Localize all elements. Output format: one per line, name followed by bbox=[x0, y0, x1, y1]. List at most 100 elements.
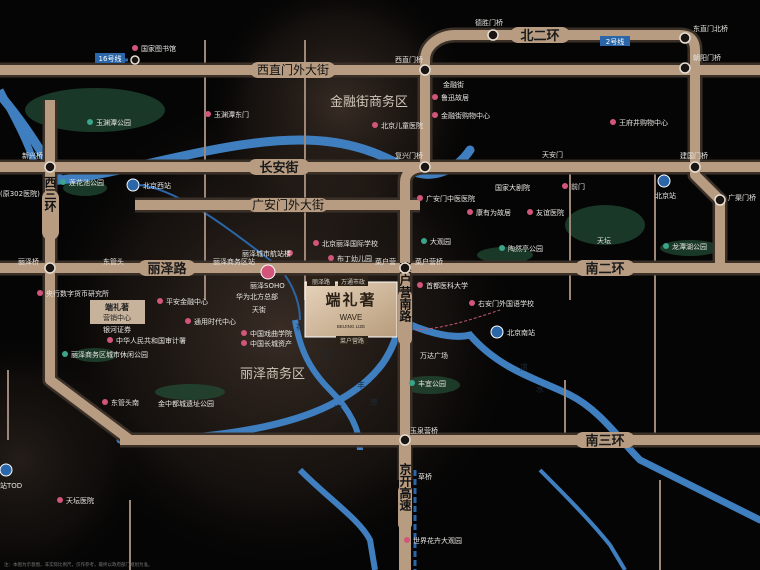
poi-yuyuantan-dot bbox=[87, 119, 93, 125]
park-yuyuantan bbox=[25, 88, 165, 132]
node-caihuying bbox=[399, 262, 411, 274]
poi-tianjie: 天街 bbox=[252, 305, 266, 314]
poi-beijing-station: 北京站 bbox=[655, 191, 676, 200]
sales-center-name: 端礼著 bbox=[105, 302, 129, 312]
poi-fengyi: 丰宜公园 bbox=[418, 379, 446, 388]
poi-guanganmen-hospital-dot bbox=[417, 195, 423, 201]
park-lianhuachi bbox=[63, 180, 107, 196]
poi-youanmen-school-dot bbox=[469, 300, 475, 306]
road-ring2 bbox=[400, 30, 725, 273]
poi-jinrong-center-dot bbox=[432, 112, 438, 118]
poi-jinrongjie: 金融街 bbox=[443, 80, 464, 89]
river-bottom-west bbox=[538, 468, 627, 570]
node-lize bbox=[44, 262, 56, 274]
road-label-north2: 北二环 bbox=[520, 29, 559, 44]
zone-lize: 丽泽商务区 bbox=[240, 366, 305, 382]
poi-opera-dot bbox=[241, 330, 247, 336]
bridge-yuquanying: 玉泉营桥 bbox=[410, 426, 438, 435]
park-taoranting bbox=[477, 247, 533, 263]
river-char-3: 丰 bbox=[357, 380, 365, 390]
bridge-fuxingmen: 复兴门桥 bbox=[395, 151, 423, 160]
river-char-5: 河 bbox=[334, 404, 342, 414]
poi-longtan: 龙潭湖公园 bbox=[672, 242, 707, 251]
project-tag-bottom-bg bbox=[336, 336, 368, 345]
poi-yuyuantan: 玉渊潭公园 bbox=[96, 118, 131, 127]
river-char-7: 水 bbox=[536, 384, 544, 394]
bridge-xinxing: 新兴桥 bbox=[22, 151, 43, 160]
poi-tiantan-hospital: 天坛医院 bbox=[66, 496, 94, 505]
zone-jinrong: 金融街商务区 bbox=[330, 94, 408, 110]
bridge-dongzhimen: 东直门北桥 bbox=[693, 24, 728, 33]
poi-youyi-hospital: 友谊医院 bbox=[536, 208, 564, 217]
poi-beijingxi-icon bbox=[126, 178, 140, 192]
poi-dongguantou2: 东管头南 bbox=[111, 398, 139, 407]
river-westside bbox=[0, 88, 39, 167]
park-fengyi bbox=[400, 376, 460, 394]
poi-south-tod: 站TOD bbox=[0, 481, 22, 490]
poi-central-bank-dot bbox=[37, 290, 43, 296]
node-chaoyangmen bbox=[679, 62, 691, 74]
poi-kangyou-dot bbox=[467, 209, 473, 215]
poi-luxun-dot bbox=[432, 94, 438, 100]
bridge-xizhimen: 西直门桥 bbox=[395, 55, 423, 64]
metro-dashed-red bbox=[409, 309, 501, 331]
poi-wangfujing: 王府井购物中心 bbox=[619, 118, 668, 127]
road-label-south3: 南三环 bbox=[585, 433, 624, 449]
poi-tiantan-hospital-dot bbox=[57, 497, 63, 503]
poi-bubu-dot bbox=[328, 255, 334, 261]
bridge-caihuying: 菜户营桥 bbox=[415, 257, 443, 266]
poi-citytower: 丽泽城市航站楼 bbox=[242, 249, 291, 258]
poi-longtan-dot bbox=[663, 243, 669, 249]
poi-greatwall-dot bbox=[241, 340, 247, 346]
node-xinxing bbox=[44, 161, 56, 173]
river-char-6: 凉 bbox=[520, 362, 528, 372]
road-label-changan: 长安街 bbox=[259, 160, 298, 176]
poi-huawei: 华为北方总部 bbox=[236, 292, 278, 301]
poi-qianmen: 前门 bbox=[571, 182, 585, 191]
bridge-caihuying2: 菜户营 bbox=[375, 257, 396, 266]
poi-wanda: 万达广场 bbox=[420, 351, 448, 360]
poi-hospital302: (原302医院) bbox=[0, 189, 40, 198]
badge-west3 bbox=[42, 190, 59, 240]
glow-left bbox=[0, 340, 140, 570]
poi-jinrong-center: 金融街购物中心 bbox=[441, 111, 490, 120]
park-lizepark bbox=[73, 348, 117, 362]
poi-audit: 中华人民共和国审计署 bbox=[116, 336, 186, 345]
poi-youyi-hospital-dot bbox=[527, 209, 533, 215]
node-dongzhimen bbox=[679, 32, 691, 44]
project-sub2: BEIJING LIZE bbox=[337, 324, 365, 329]
poi-lizepark-dot bbox=[62, 351, 68, 357]
poi-yuyuantan-east-dot bbox=[205, 111, 211, 117]
node-jianguomen bbox=[689, 161, 701, 173]
poi-beijing-station-icon bbox=[657, 174, 671, 188]
park-tiantan bbox=[565, 205, 645, 245]
poi-lizepark: 丽泽商务区城市休闲公园 bbox=[71, 350, 148, 359]
bridge-dongguantou: 东管头 bbox=[103, 257, 124, 266]
poi-lianhuachi-dot bbox=[60, 179, 66, 185]
poi-jinzhongdu: 金中都城遗址公园 bbox=[158, 399, 214, 408]
sales-center-badge[interactable] bbox=[90, 300, 145, 324]
poi-daguanyuan-dot bbox=[421, 238, 427, 244]
poi-south-tod-icon bbox=[0, 463, 13, 477]
bridge-lize: 丽泽桥 bbox=[18, 257, 39, 266]
road-label-guangan: 广安门外大街 bbox=[252, 197, 324, 212]
badge-guangan bbox=[248, 198, 328, 212]
poi-bubu: 布丁幼儿园 bbox=[337, 254, 372, 263]
poi-taoranting-dot bbox=[499, 245, 505, 251]
project-name: 端礼著 bbox=[325, 291, 376, 309]
poi-audit-dot bbox=[107, 337, 113, 343]
poi-tiantan: 天坛 bbox=[597, 236, 611, 245]
sales-center-sub: 营销中心 bbox=[103, 313, 131, 322]
poi-yinhe: 银河证券 bbox=[103, 325, 131, 334]
poi-capital-medical-dot bbox=[417, 282, 423, 288]
badge-south3 bbox=[575, 432, 635, 448]
poi-nlc: 国家图书馆 bbox=[141, 44, 176, 53]
project-sub1: WAVE bbox=[340, 313, 363, 322]
poi-children-hospital: 北京儿童医院 bbox=[381, 121, 423, 130]
node-guangqumen bbox=[714, 194, 726, 206]
poi-opera: 中国戏曲学院 bbox=[250, 329, 292, 338]
road-label-south2: 南二环 bbox=[585, 261, 624, 277]
poi-fengyi-dot bbox=[409, 380, 415, 386]
